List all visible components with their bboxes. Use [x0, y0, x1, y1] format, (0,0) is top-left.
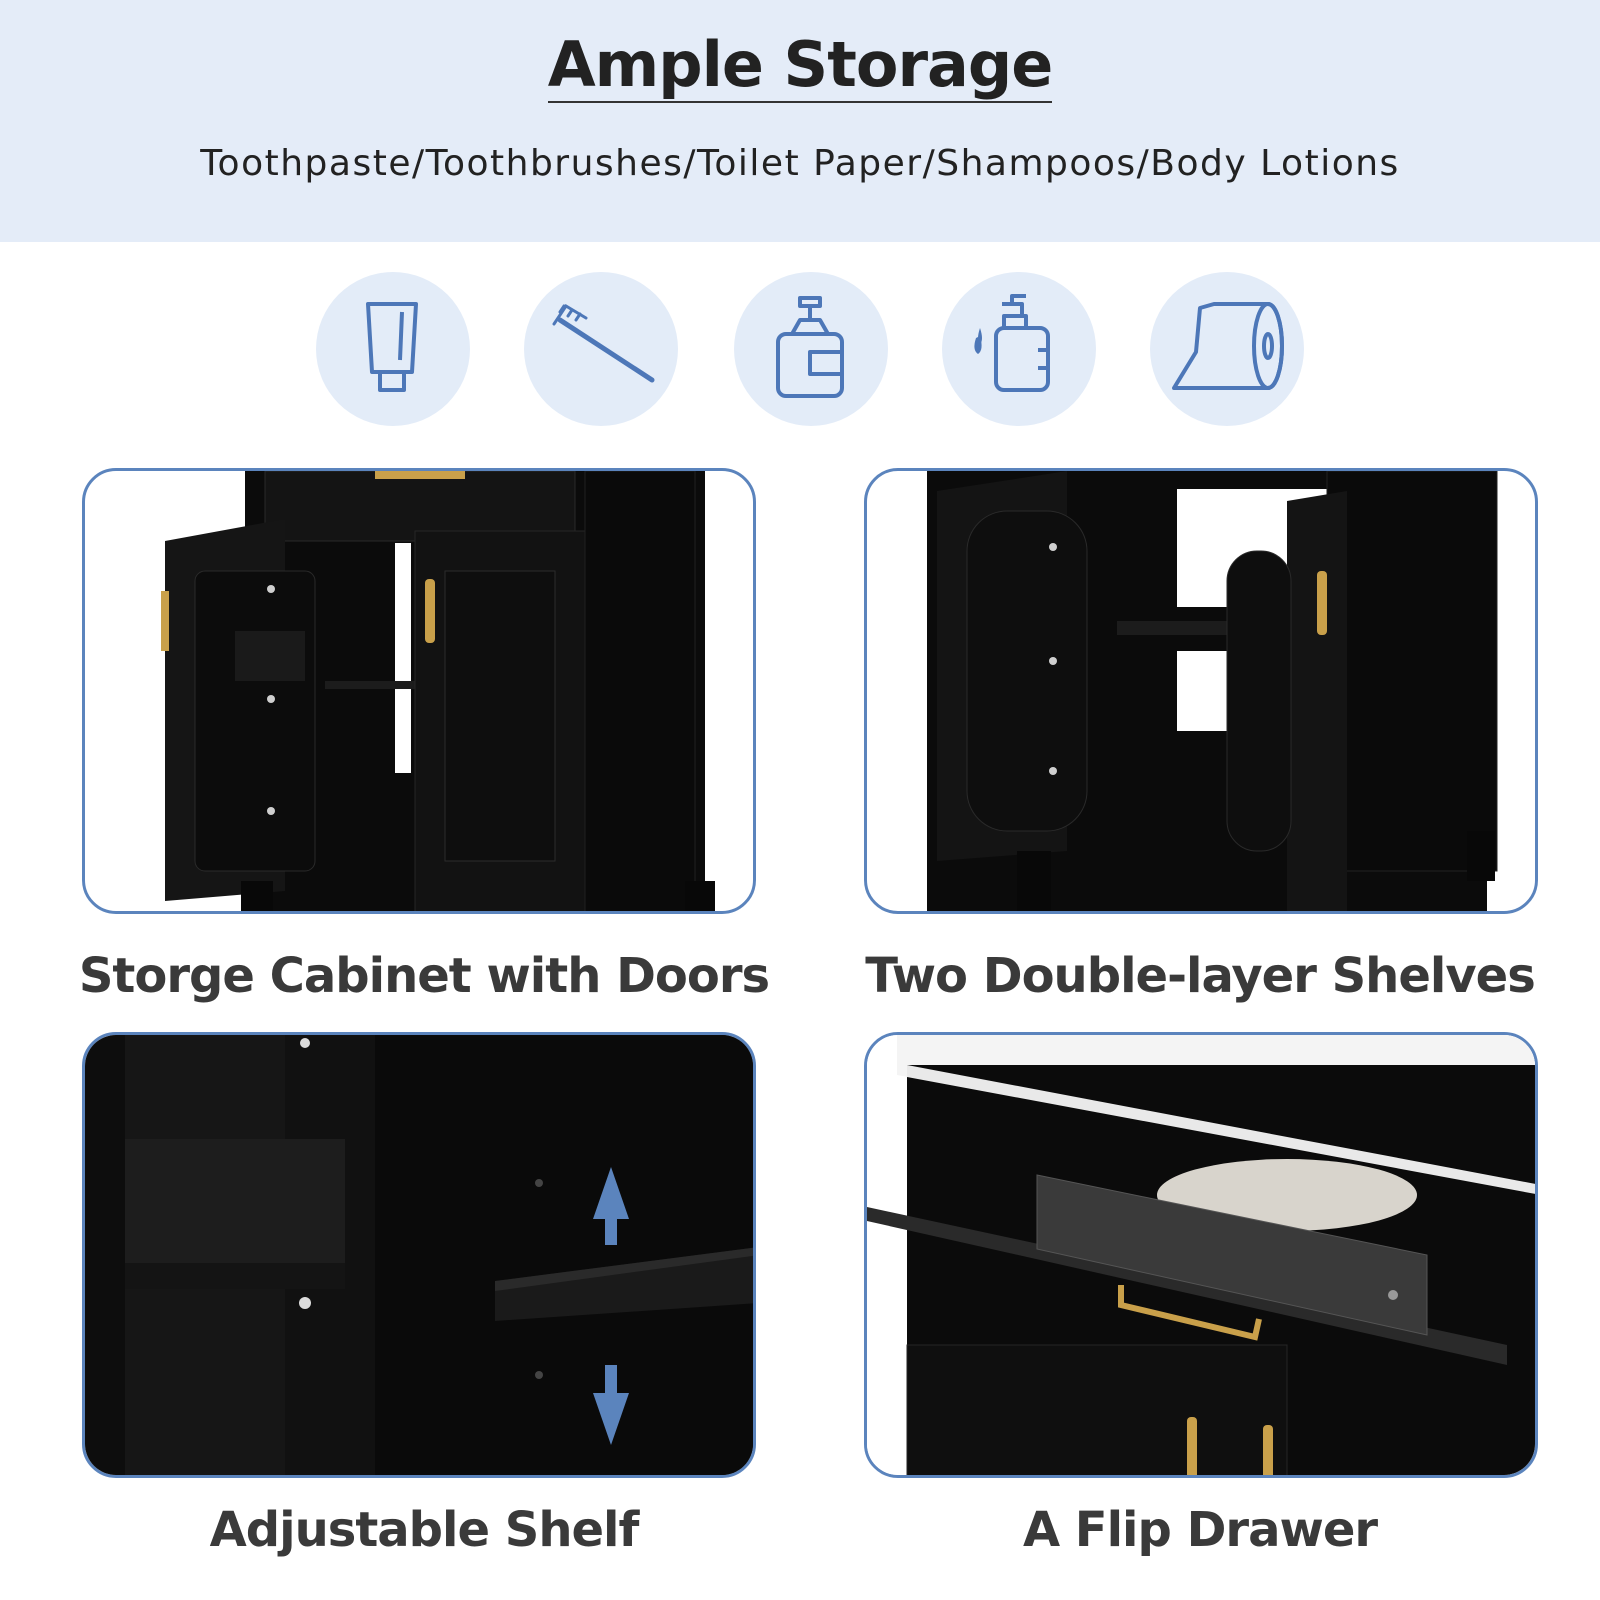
photo-adjustable-shelf: [82, 1032, 756, 1478]
header-banner: Ample Storage Toothpaste/Toothbrushes/To…: [0, 0, 1600, 242]
caption-double-layer-shelves: Two Double-layer Shelves: [865, 948, 1536, 1004]
page-title: Ample Storage: [547, 28, 1053, 103]
caption-flip-drawer: A Flip Drawer: [1022, 1502, 1378, 1558]
page-subtitle: Toothpaste/Toothbrushes/Toilet Paper/Sha…: [200, 143, 1400, 184]
photo-flip-drawer: [864, 1032, 1538, 1478]
photo-cabinet-doors: [82, 468, 756, 914]
photo-double-layer-shelves: [864, 468, 1538, 914]
toilet-paper-icon: [1150, 272, 1304, 426]
lotion-bottle-icon: [942, 272, 1096, 426]
pump-bottle-icon: [734, 272, 888, 426]
caption-cabinet-doors: Storge Cabinet with Doors: [78, 948, 770, 1004]
caption-adjustable-shelf: Adjustable Shelf: [209, 1502, 640, 1558]
toothpaste-icon: [316, 272, 470, 426]
toothbrush-icon: [524, 272, 678, 426]
